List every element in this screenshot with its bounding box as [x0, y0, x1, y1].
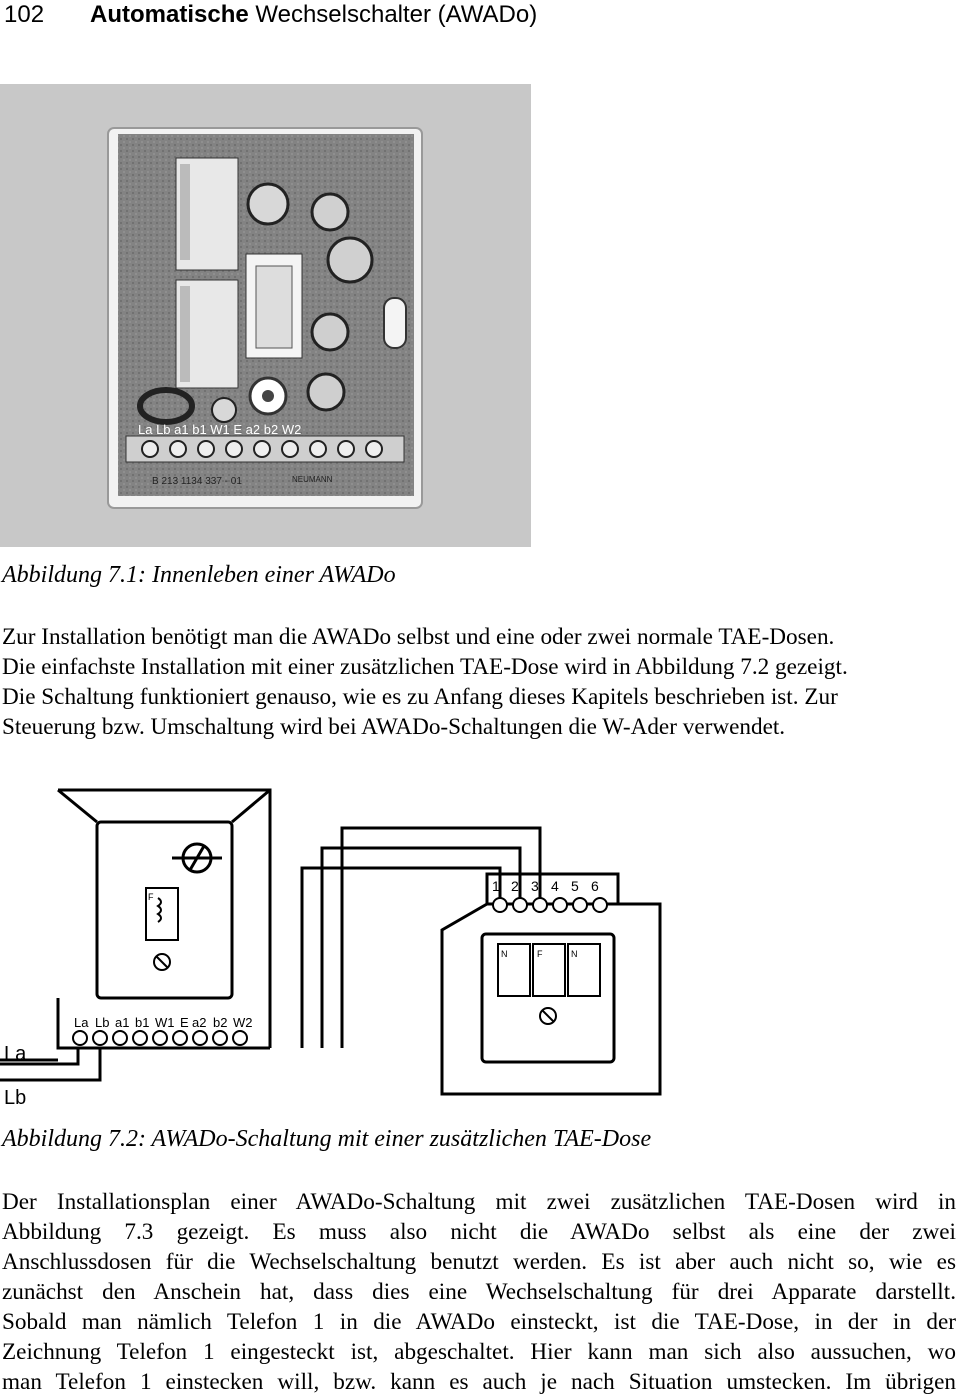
- paragraph-line: Der Installationsplan einer AWADo-Schalt…: [2, 1189, 956, 1215]
- tae-inner-plate: [480, 932, 616, 1064]
- paragraph-installation-plan: Der Installationsplan einer AWADo-Schalt…: [2, 1187, 956, 1397]
- figure-caption-7-1: Abbildung 7.1: Innenleben einer AWADo: [2, 562, 396, 588]
- tae-terminal-labels: 1 2 3 4 5 6: [492, 878, 599, 894]
- terminal-label-e: E: [180, 1015, 189, 1030]
- board-manufacturer: NEUMANN: [292, 475, 333, 484]
- paragraph-line: Zeichnung Telefon 1 eingesteckt ist, abg…: [2, 1339, 956, 1365]
- tae-socket-n-right: [567, 943, 601, 997]
- tae-housing-outline: [440, 902, 662, 1096]
- board-terminal-labels: La Lb a1 b1 W1 E a2 b2 W2: [138, 422, 301, 437]
- terminal-label-w2: W2: [233, 1015, 253, 1030]
- awado-wiring-diagram: F La Lb a1 b1 W1 E a2 b2 W2 1 2 3 4 5 6 …: [0, 788, 662, 1109]
- chapter-title-rest: Wechselschalter (AWADo): [255, 1, 538, 28]
- tae-terminal-screws: [492, 897, 608, 913]
- paragraph-line: Zur Installation benötigt man die AWADo …: [2, 624, 835, 650]
- awado-f-socket-label: F: [148, 892, 154, 902]
- terminal-label-a2: a2: [192, 1015, 206, 1030]
- terminal-label-la: La: [74, 1015, 89, 1030]
- paragraph-line: Anschlussdosen für die Wechselschaltung …: [2, 1249, 956, 1275]
- tae-terminal-label: 3: [531, 878, 539, 894]
- awado-inner-plate: [95, 820, 234, 1000]
- paragraph-line: Steuerung bzw. Umschaltung wird bei AWAD…: [2, 714, 786, 740]
- tae-socket-label: N: [571, 949, 578, 959]
- tae-terminal-label: 1: [492, 878, 500, 894]
- tae-terminal-label: 6: [591, 878, 599, 894]
- awado-circuit-board-photo: La Lb a1 b1 W1 E a2 b2 W2 B 213 1134 337…: [0, 84, 531, 547]
- awado-terminal-labels: La Lb a1 b1 W1 E a2 b2 W2: [74, 1015, 253, 1030]
- tae-terminal-label: 2: [511, 878, 519, 894]
- page-header: 102 Automatische Wechselschalter (AWADo): [4, 0, 537, 30]
- tae-socket-label: N: [501, 949, 508, 959]
- terminal-label-b2: b2: [213, 1015, 227, 1030]
- paragraph-installation: Zur Installation benötigt man die AWADo …: [2, 622, 956, 742]
- tae-socket-label: F: [537, 949, 543, 959]
- terminal-label-b1: b1: [135, 1015, 149, 1030]
- chapter-title-bold: Automatische: [90, 1, 249, 28]
- board-part-number: B 213 1134 337 - 01: [152, 476, 242, 487]
- paragraph-line: Abbildung 7.3 gezeigt. Es muss also nich…: [2, 1219, 956, 1245]
- paragraph-line: Sobald man nämlich Telefon 1 in die AWAD…: [2, 1309, 956, 1335]
- awado-switch-knob: [172, 842, 222, 874]
- paragraph-line: zunächst den Anschein hat, dass dies ein…: [2, 1279, 956, 1305]
- terminal-label-w1: W1: [155, 1015, 175, 1030]
- terminal-label-lb: Lb: [95, 1015, 109, 1030]
- line-label-la: La: [4, 1043, 27, 1065]
- figure-caption-7-2: Abbildung 7.2: AWADo-Schaltung mit einer…: [2, 1126, 652, 1152]
- line-label-lb: Lb: [4, 1087, 26, 1109]
- tae-terminal-label: 5: [571, 878, 579, 894]
- awado-f-socket: [145, 887, 179, 941]
- paragraph-line: Die Schaltung funktioniert genauso, wie …: [2, 684, 838, 710]
- terminal-label-a1: a1: [115, 1015, 129, 1030]
- tae-socket-f: [532, 943, 566, 997]
- circuit-board-illustration: La Lb a1 b1 W1 E a2 b2 W2 B 213 1134 337…: [107, 127, 423, 509]
- paragraph-line: man Telefon 1 einstecken will, bzw. kann…: [2, 1369, 956, 1395]
- tae-socket-n-left: [497, 943, 531, 997]
- page-number: 102: [4, 1, 45, 28]
- awado-terminal-screws: [72, 1030, 248, 1046]
- tae-terminal-label: 4: [551, 878, 559, 894]
- paragraph-line: Die einfachste Installation mit einer zu…: [2, 654, 848, 680]
